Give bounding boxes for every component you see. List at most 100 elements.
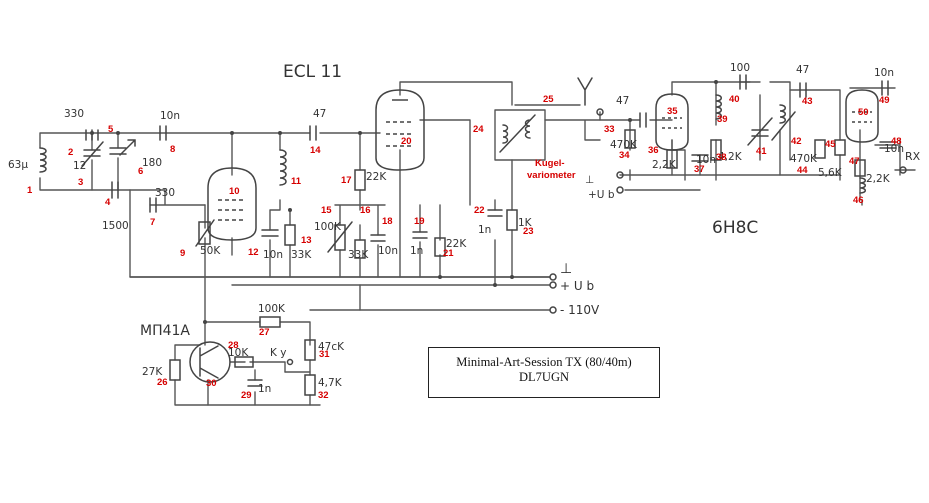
value-label: 10n: [160, 110, 180, 122]
component-number-35: 35: [667, 106, 678, 117]
rail-label-ground: ⊥: [560, 261, 572, 277]
capacitor-43: [799, 82, 807, 98]
capacitor-14: [309, 125, 317, 141]
value-label: 10n: [263, 249, 283, 261]
component-number-39: 39: [717, 114, 728, 125]
resistor-32: [304, 374, 316, 396]
value-label: 1n: [258, 383, 271, 395]
capacitor-19: [412, 231, 428, 239]
component-number-37: 37: [694, 164, 705, 175]
resistor-17: [354, 169, 366, 191]
tube-label-ecl11: ECL 11: [283, 62, 342, 82]
value-label: 33K: [348, 249, 369, 261]
potentiometer-15: [334, 224, 346, 251]
value-label: 2,2K: [866, 173, 891, 185]
component-number-5: 5: [108, 124, 114, 135]
value-label: 33K: [291, 249, 312, 261]
component-number-25: 25: [543, 94, 554, 105]
value-label: 4,7K: [318, 377, 343, 389]
resistor-27: [259, 316, 281, 328]
value-label: 1n: [410, 245, 423, 257]
component-number-29: 29: [241, 390, 252, 401]
trimmer-41: [747, 117, 773, 146]
value-label: 5,6K: [818, 167, 843, 179]
value-label: 50K: [200, 245, 221, 257]
title-line-1: Minimal-Art-Session TX (80/40m): [456, 355, 632, 369]
tube-50: [845, 89, 879, 143]
component-number-34: 34: [619, 150, 630, 161]
capacitor-7: [149, 197, 157, 213]
components: [39, 74, 907, 396]
transistor-30: [189, 341, 231, 383]
component-number-14: 14: [310, 145, 321, 156]
component-number-17: 17: [341, 175, 352, 186]
value-label: 63μ: [8, 159, 28, 171]
component-number-46: 46: [853, 195, 864, 206]
tube-20: [375, 89, 425, 171]
value-label: 10n: [696, 154, 716, 166]
value-label: 180: [142, 157, 162, 169]
capacitor-22: [487, 209, 503, 217]
component-number-40: 40: [729, 94, 740, 105]
value-label: 12: [73, 160, 86, 172]
coil-1: [39, 147, 47, 173]
value-label: 100K: [258, 303, 286, 315]
value-label: 10K: [228, 347, 249, 359]
coil-46: [859, 177, 866, 194]
resistor-47: [854, 159, 866, 177]
coil-39: [715, 94, 722, 120]
resistor-44: [814, 139, 826, 159]
capacitor-5: [109, 147, 127, 155]
rail-label-110v: - 110V: [560, 303, 600, 317]
component-number-38: 38: [716, 152, 727, 163]
value-label: 100: [730, 62, 750, 74]
value-label: 330: [155, 187, 175, 199]
value-label: 330: [64, 108, 84, 120]
component-number-21: 21: [443, 248, 454, 259]
value-label: 2,2K: [652, 159, 677, 171]
component-number-48: 48: [891, 136, 902, 147]
component-number-24: 24: [473, 124, 484, 135]
component-number-3: 3: [78, 177, 83, 188]
value-label: 27K: [142, 366, 163, 378]
component-number-26: 26: [157, 377, 168, 388]
value-label: 4,2K: [718, 151, 743, 163]
capacitor-49: [881, 80, 889, 96]
value-label: 47: [313, 108, 326, 120]
value-label: 47: [616, 95, 629, 107]
component-number-12: 12: [248, 247, 259, 258]
component-number-23: 23: [523, 226, 534, 237]
component-number-44: 44: [797, 165, 808, 176]
value-label: 47: [796, 64, 809, 76]
capacitor-29: [247, 379, 263, 387]
tube-label-6h8c: 6H8C: [712, 218, 758, 238]
component-number-1: 1: [27, 185, 33, 196]
value-label: 10n: [874, 67, 894, 79]
resistor-36: [666, 149, 678, 169]
component-number-45: 45: [825, 139, 836, 150]
tube-10: [207, 167, 257, 241]
value-label: 470K: [790, 153, 818, 165]
resistor-45: [834, 139, 846, 156]
capacitor-40: [739, 74, 747, 90]
value-label: ⊥: [585, 174, 594, 186]
kugel-note-2: variometer: [527, 170, 576, 181]
value-label: 10n: [884, 143, 904, 155]
component-number-8: 8: [170, 144, 175, 155]
antenna-25: [577, 77, 593, 106]
value-label: K y: [270, 347, 286, 359]
value-label: 1500: [102, 220, 129, 232]
component-number-2: 2: [68, 147, 73, 158]
component-number-32: 32: [318, 390, 329, 401]
capacitor-12: [261, 229, 279, 237]
component-number-11: 11: [291, 176, 302, 187]
capacitor-18: [370, 234, 386, 242]
component-number-43: 43: [802, 96, 813, 107]
kugel-note-1: Kugel-: [535, 158, 565, 169]
component-number-36: 36: [648, 145, 659, 156]
component-number-9: 9: [180, 248, 185, 259]
component-number-50: 50: [858, 107, 869, 118]
value-label: 470K: [610, 139, 638, 151]
